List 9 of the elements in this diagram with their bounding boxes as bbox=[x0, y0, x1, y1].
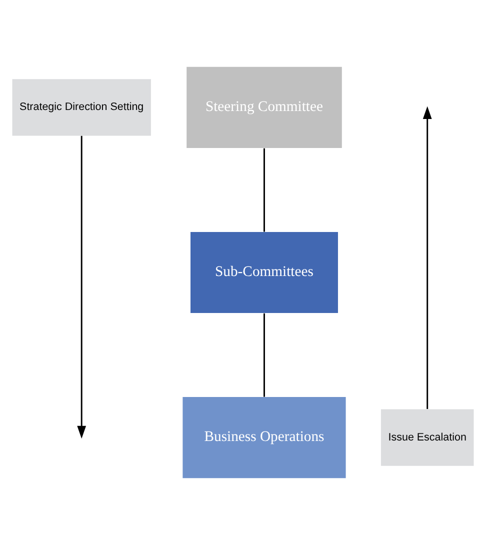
node-box: Issue Escalation bbox=[380, 408, 474, 466]
node-box: Business Operations bbox=[182, 396, 346, 478]
node-box: Strategic Direction Setting bbox=[12, 78, 151, 136]
connector bbox=[264, 312, 265, 396]
node-box: Steering Committee bbox=[186, 66, 342, 148]
node-box: Sub-Committees bbox=[190, 231, 338, 313]
arrow bbox=[77, 135, 86, 438]
arrow bbox=[422, 106, 432, 408]
connector bbox=[264, 148, 265, 232]
